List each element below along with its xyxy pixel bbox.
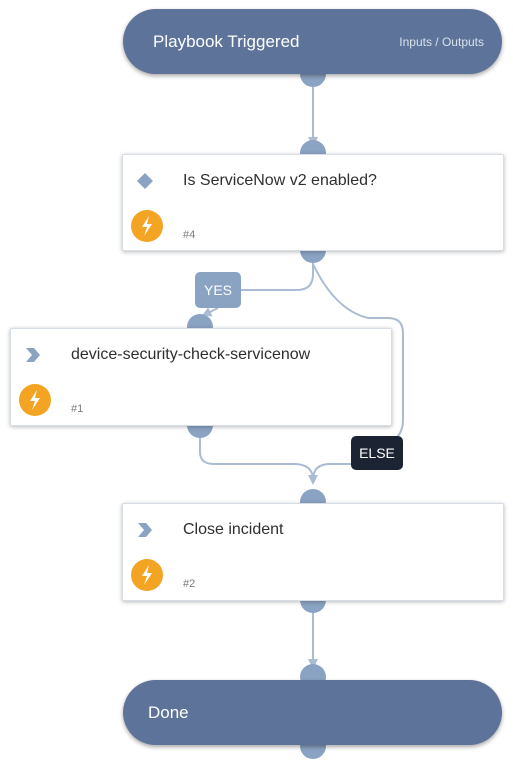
inputs-outputs-link[interactable]: Inputs / Outputs [399, 34, 484, 49]
close-incident-task-card[interactable]: Close incident #2 [122, 503, 504, 601]
connector-else-branch [312, 263, 404, 443]
connector-else-to-close [312, 463, 352, 481]
condition-task-title: Is ServiceNow v2 enabled? [183, 172, 377, 189]
subplaybook-task-id: #1 [71, 403, 84, 415]
connector-yes-to-subplaybook [201, 307, 219, 317]
playbook-triggered-node[interactable]: Playbook Triggered Inputs / Outputs [123, 9, 502, 74]
lightning-bolt-icon [19, 384, 51, 416]
subplaybook-task-card[interactable]: device-security-check-servicenow #1 [10, 328, 392, 426]
connector-yes-branch [241, 250, 314, 291]
playbook-triggered-title: Playbook Triggered [153, 31, 300, 51]
close-incident-task-id: #2 [183, 578, 196, 590]
condition-task-id: #4 [183, 229, 196, 241]
condition-task-card[interactable]: Is ServiceNow v2 enabled? #4 [122, 154, 504, 251]
yes-branch-label[interactable]: YES [195, 272, 241, 308]
chevron-right-icon [26, 348, 40, 362]
done-node[interactable]: Done [123, 680, 502, 745]
lightning-bolt-icon [131, 210, 163, 242]
connector-subplaybook-to-close [199, 424, 318, 485]
done-title: Done [148, 702, 189, 722]
chevron-right-icon [138, 523, 152, 537]
else-branch-label[interactable]: ELSE [351, 436, 403, 470]
diamond-condition-icon [137, 173, 153, 189]
subplaybook-task-title: device-security-check-servicenow [71, 346, 311, 363]
lightning-bolt-icon [131, 559, 163, 591]
close-incident-task-title: Close incident [183, 521, 284, 538]
